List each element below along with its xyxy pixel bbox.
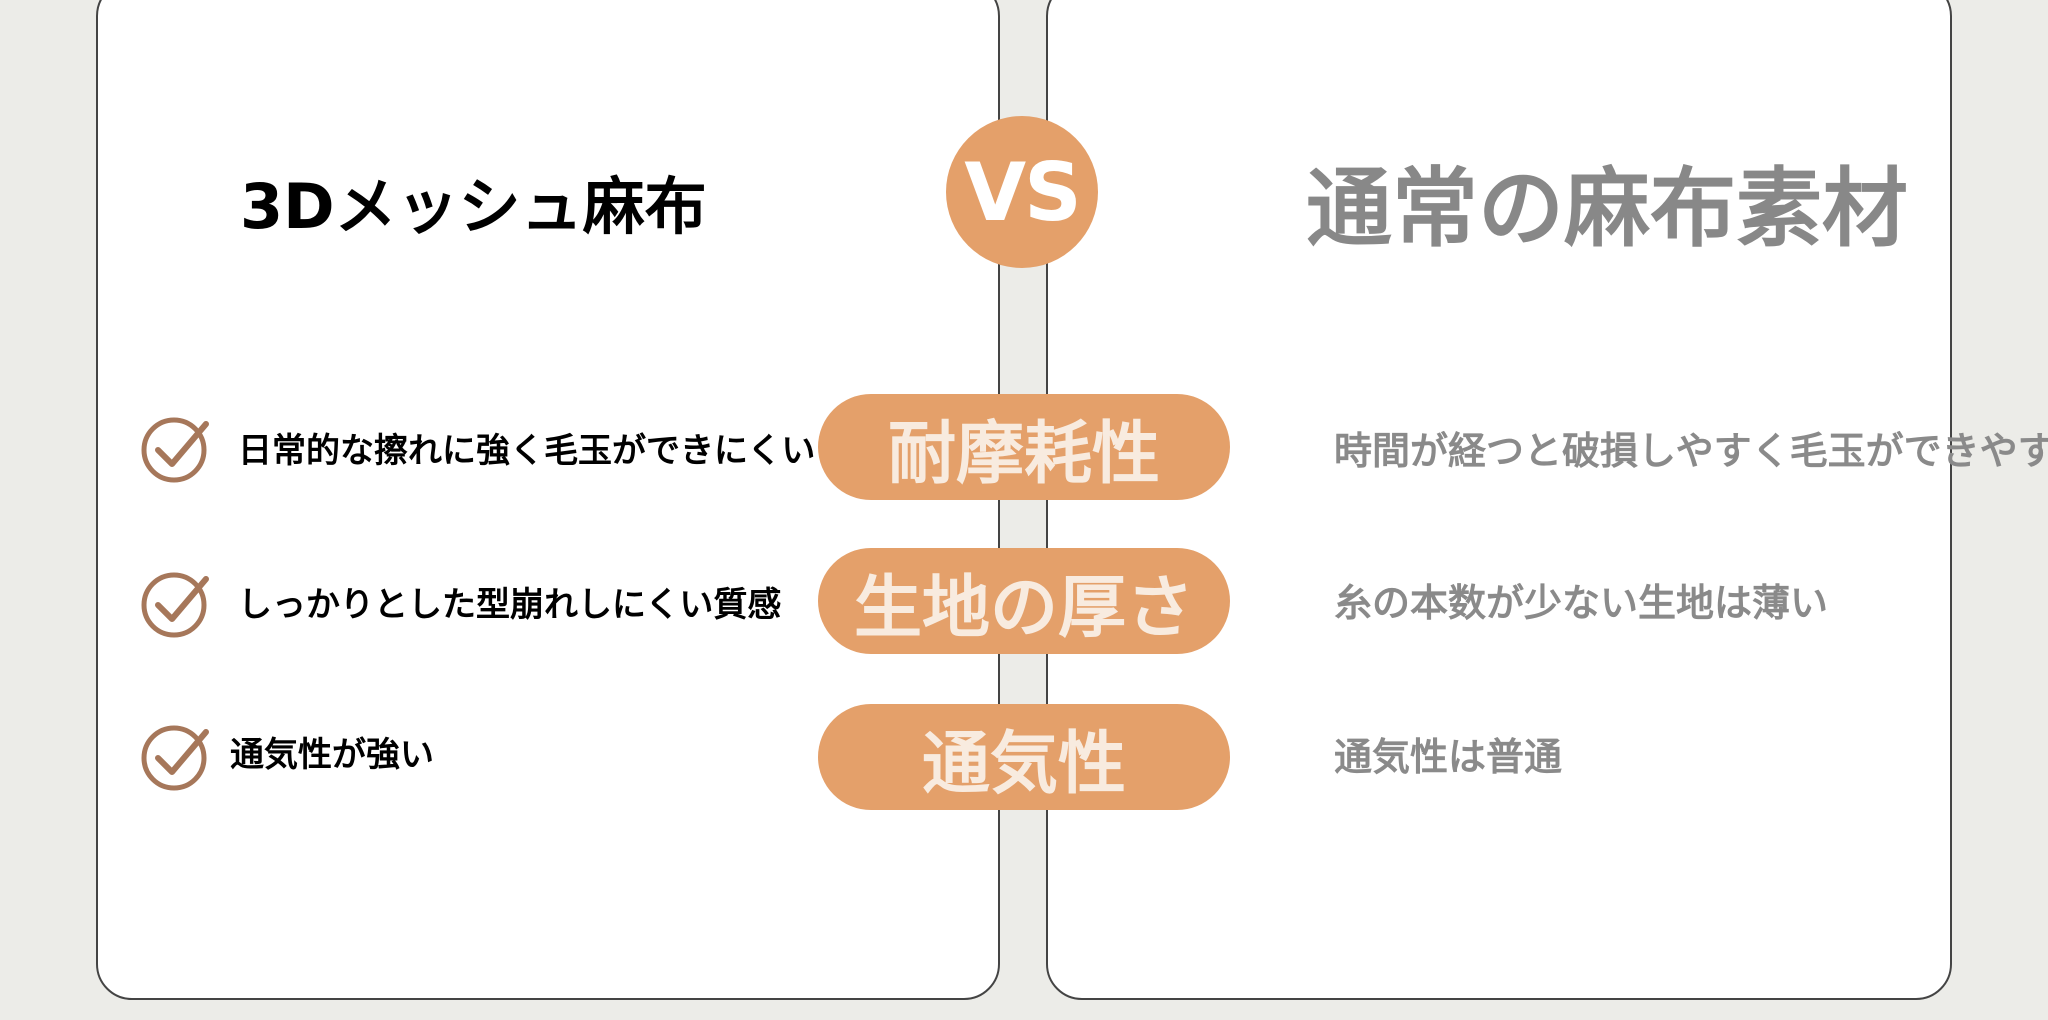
left-feature-abrasion: 日常的な擦れに強く毛玉ができにくい [238,431,816,471]
right-feature-thickness: 糸の本数が少ない生地は薄い [1334,581,1829,625]
check-circle-icon [141,417,209,483]
right-feature-breathability: 通気性は普通 [1334,735,1563,779]
check-circle-icon [141,725,209,791]
category-pill-breathability: 通気性 [818,704,1230,810]
right-feature-abrasion: 時間が経つと破損しやすく毛玉ができやすい [1334,429,2048,473]
left-feature-thickness: しっかりとした型崩れしにくい質感 [238,585,782,625]
right-title: 通常の麻布素材 [1306,159,1908,259]
right-panel [1046,0,1952,1000]
left-feature-breathability: 通気性が強い [230,735,434,775]
left-panel [96,0,1000,1000]
category-pill-abrasion: 耐摩耗性 [818,394,1230,500]
category-pill-thickness: 生地の厚さ [818,548,1230,654]
left-title: 3Dメッシュ麻布 [240,170,707,243]
vs-badge: VS [946,116,1098,268]
check-circle-icon [141,572,209,638]
